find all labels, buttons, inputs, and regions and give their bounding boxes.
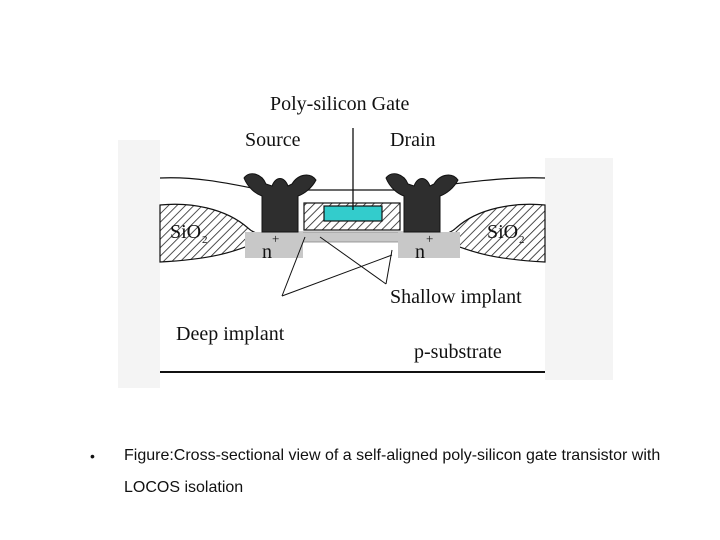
source-contact [243,173,317,233]
transistor-cross-section-diagram: Poly-silicon Gate Source Drain SiO 2 SiO… [118,93,613,388]
source-label: Source [245,129,301,151]
caption-text: Figure:Cross-sectional view of a self-al… [124,447,661,496]
shallow-implant-strip [295,231,407,243]
substrate-label: p-substrate [414,341,502,363]
oxide-label-right-sub: 2 [519,234,525,246]
drain-contact [385,173,459,233]
drain-n-label: n [415,241,425,263]
oxide-label-right: SiO [487,221,518,243]
source-implant-region [245,232,303,258]
drain-implant-region [398,232,460,258]
drain-n-sup: + [426,231,433,246]
scan-background-right [545,158,613,380]
oxide-label-left-sub: 2 [202,234,208,246]
caption-bullet: • [90,448,95,464]
gate-label: Poly-silicon Gate [270,93,410,115]
scan-background-left [118,140,160,388]
drain-label: Drain [390,129,436,151]
shallow-leader-right2 [385,249,393,285]
shallow-leader-left [281,236,306,297]
shallow-implant-label: Shallow implant [390,286,522,308]
shallow-leader-right [319,236,387,285]
oxide-label-left: SiO [170,221,201,243]
source-n-sup: + [272,231,279,246]
deep-implant-label: Deep implant [176,323,285,345]
source-n-label: n [262,241,272,263]
shallow-leader-left-cross [281,254,393,297]
